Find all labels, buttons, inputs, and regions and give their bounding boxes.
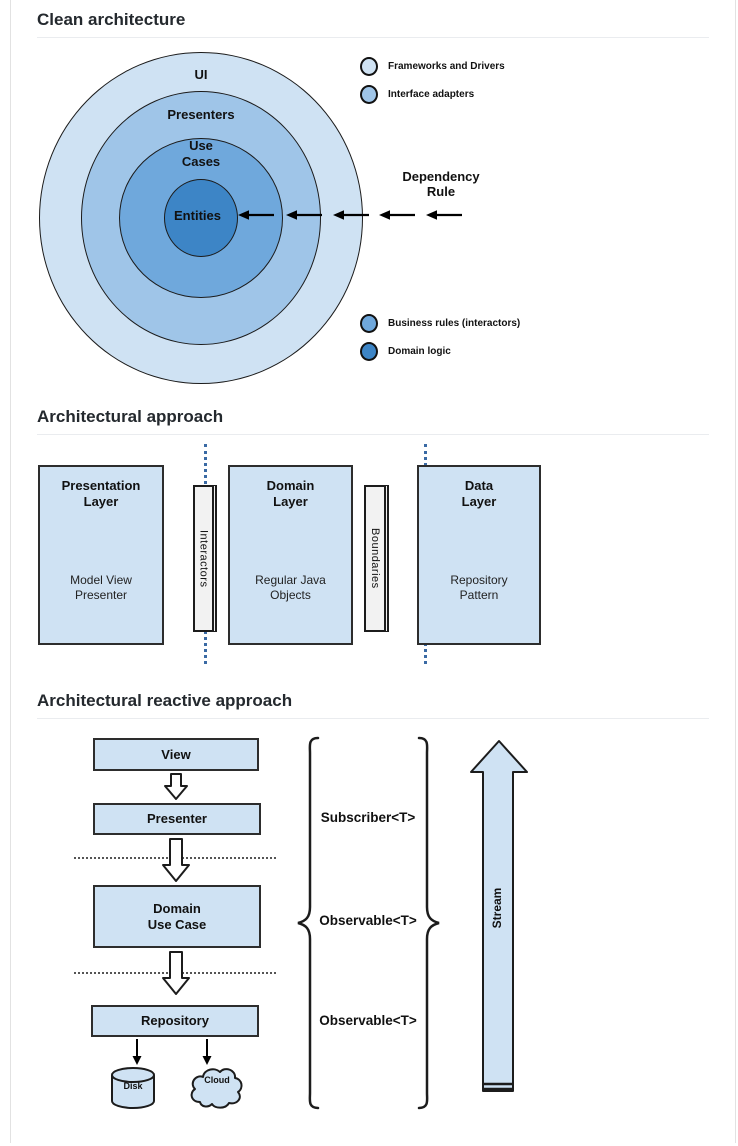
brace-right-icon bbox=[417, 736, 440, 1110]
layer-body: Model View Presenter bbox=[70, 573, 132, 602]
stream-type-label: Subscriber<T> bbox=[320, 810, 416, 825]
reactive-approach-diagram: View Presenter Domain Use Case Repositor… bbox=[37, 723, 709, 1146]
heading-rule bbox=[37, 37, 709, 38]
dependency-rule-label: Dependency Rule bbox=[402, 169, 480, 199]
legend-item: Interface adapters bbox=[360, 85, 474, 104]
stream-type-label: Observable<T> bbox=[319, 913, 417, 928]
flow-box-presenter: Presenter bbox=[93, 803, 261, 835]
layer-box-presentation: Presentation Layer Model View Presenter bbox=[38, 465, 164, 645]
cloud-label: Cloud bbox=[204, 1075, 230, 1085]
section-heading-architectural-approach: Architectural approach bbox=[37, 407, 224, 426]
disk-label: Disk bbox=[123, 1081, 143, 1091]
legend-swatch-frameworks bbox=[360, 57, 378, 76]
layer-box-data: Data Layer Repository Pattern bbox=[417, 465, 541, 645]
ring-entities bbox=[164, 179, 238, 257]
legend-label: Interface adapters bbox=[388, 89, 475, 100]
down-arrow-icon bbox=[162, 951, 190, 995]
stream-arrow bbox=[470, 740, 528, 1092]
disk-icon bbox=[111, 1067, 155, 1109]
document-body: Clean architecture UI Presenters Use Cas… bbox=[10, 0, 736, 1143]
layer-box-domain: Domain Layer Regular Java Objects bbox=[228, 465, 353, 645]
dependency-arrows-icon bbox=[238, 210, 462, 220]
brace-left-icon bbox=[297, 736, 320, 1110]
layer-title: Domain Layer bbox=[266, 478, 315, 509]
ring-label-presenters: Presenters bbox=[167, 107, 235, 122]
legend-label: Frameworks and Drivers bbox=[388, 61, 505, 72]
down-arrow-icon bbox=[162, 838, 190, 882]
stream-type-label: Observable<T> bbox=[319, 1013, 417, 1028]
connector-label: Interactors bbox=[197, 529, 210, 588]
flow-box-view: View bbox=[93, 738, 259, 771]
down-arrow-icon bbox=[164, 773, 188, 800]
connector-interactors: Interactors bbox=[193, 485, 217, 632]
legend-label: Business rules (interactors) bbox=[388, 318, 521, 329]
legend-swatch-domain-logic bbox=[360, 342, 378, 361]
layer-body: Repository Pattern bbox=[450, 573, 508, 602]
ring-label-use-cases: Use Cases bbox=[181, 138, 221, 169]
layer-title: Data Layer bbox=[461, 478, 497, 509]
ring-label-entities: Entities bbox=[174, 208, 221, 223]
heading-rule bbox=[37, 434, 709, 435]
flow-box-repository: Repository bbox=[91, 1005, 259, 1037]
legend-item: Business rules (interactors) bbox=[360, 314, 520, 333]
ring-label-ui: UI bbox=[194, 67, 208, 82]
section-heading-reactive-approach: Architectural reactive approach bbox=[37, 691, 293, 710]
legend-label: Domain logic bbox=[388, 346, 451, 357]
legend-item: Domain logic bbox=[360, 342, 451, 361]
flow-box-domain-use-case: Domain Use Case bbox=[93, 885, 261, 948]
section-heading-clean-architecture: Clean architecture bbox=[37, 10, 186, 29]
connector-label: Boundaries bbox=[369, 528, 381, 589]
layer-title: Presentation Layer bbox=[61, 478, 141, 509]
legend-item: Frameworks and Drivers bbox=[360, 57, 505, 76]
clean-architecture-diagram: UI Presenters Use Cases Entities Depende… bbox=[37, 42, 709, 401]
layer-body: Regular Java Objects bbox=[255, 573, 326, 602]
storage-arrows-icon bbox=[132, 1039, 212, 1065]
legend-swatch-business-rules bbox=[360, 314, 378, 333]
cloud-icon bbox=[190, 1068, 243, 1109]
connector-boundaries: Boundaries bbox=[364, 485, 389, 632]
architectural-approach-diagram: Presentation Layer Model View Presenter … bbox=[37, 439, 709, 687]
stream-label: Stream bbox=[490, 887, 504, 929]
heading-rule bbox=[37, 718, 709, 719]
legend-swatch-interface-adapters bbox=[360, 85, 378, 104]
